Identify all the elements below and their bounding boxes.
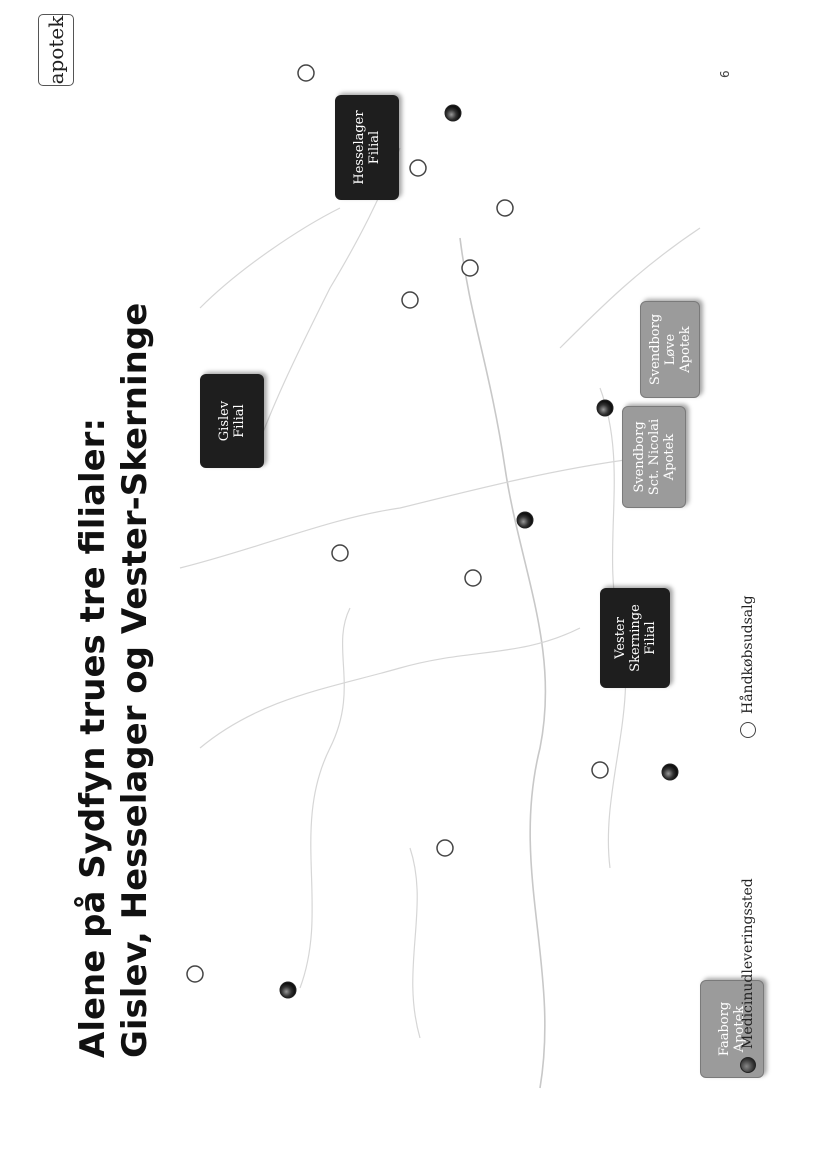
otc-outlet-marker (186, 965, 204, 983)
otc-outlet-marker (496, 199, 514, 217)
box-svendborg-sct-nicolai-apotek: Svendborg Sct. Nicolai Apotek (622, 406, 686, 508)
legend-filled-marker (740, 1057, 756, 1073)
otc-outlet-marker (409, 159, 427, 177)
page-number: 6 (718, 70, 732, 78)
road (299, 607, 351, 989)
road (199, 627, 581, 749)
medicine-delivery-marker (279, 981, 297, 999)
otc-outlet-marker (591, 761, 609, 779)
road (409, 847, 421, 1039)
road (199, 207, 341, 309)
otc-outlet-marker (461, 259, 479, 277)
otc-outlet-marker (401, 291, 419, 309)
box-vester-skerninge-label: Vester Skerninge Filial (612, 604, 658, 672)
box-gislev-filial: Gislev Filial (200, 374, 264, 468)
box-svendborg-love-apotek: Svendborg Løve Apotek (640, 301, 700, 398)
otc-outlet-marker (297, 64, 315, 82)
legend-filled-label: Medicinudleveringssted (740, 878, 756, 1049)
box-hesselager-filial: Hesselager Filial (335, 95, 399, 200)
legend-open-label: Håndkøbsudsalg (740, 595, 756, 714)
logo-text: apotek (44, 15, 68, 85)
legend-open: Håndkøbsudsalg (740, 595, 756, 738)
medicine-delivery-marker (516, 511, 534, 529)
apotek-logo: apotek (38, 14, 74, 86)
box-hesselager-label: Hesselager Filial (352, 110, 382, 185)
title-line-1: Alene på Sydfyn trues tre filialer: (73, 417, 113, 1058)
box-gislev-label: Gislev Filial (217, 400, 247, 442)
otc-outlet-marker (436, 839, 454, 857)
page-title: Alene på Sydfyn trues tre filialer: Gisl… (72, 178, 156, 1058)
box-svendborg-love-label: Svendborg Løve Apotek (647, 313, 693, 386)
medicine-delivery-marker (444, 104, 462, 122)
road (179, 457, 641, 569)
open-markers (186, 64, 609, 983)
road (559, 227, 701, 349)
legend-open-marker (740, 722, 756, 738)
medicine-delivery-marker (596, 399, 614, 417)
otc-outlet-marker (331, 544, 349, 562)
legend-filled: Medicinudleveringssted (740, 878, 756, 1073)
title-line-2: Gislev, Hesselager og Vester-Skerninge (115, 302, 155, 1058)
box-vester-skerninge-filial: Vester Skerninge Filial (600, 588, 670, 688)
main-road (459, 237, 547, 1089)
box-svendborg-sct-nicolai-label: Svendborg Sct. Nicolai Apotek (631, 418, 677, 496)
otc-outlet-marker (464, 569, 482, 587)
medicine-delivery-marker (661, 763, 679, 781)
